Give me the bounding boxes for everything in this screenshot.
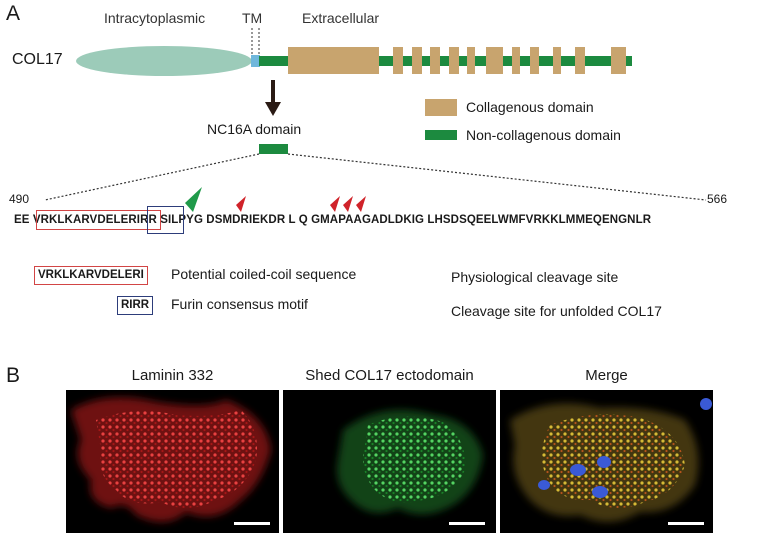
tm-label: TM — [242, 10, 263, 26]
col17-schematic — [44, 28, 707, 212]
laminin-micrograph — [66, 390, 279, 533]
expansion-line-right — [287, 153, 707, 201]
collagenous-block — [430, 47, 440, 74]
sequence-end-index: 566 — [707, 192, 728, 206]
legend-unfolded-text: Cleavage site for unfolded COL17 — [451, 303, 662, 319]
laminin-title: Laminin 332 — [131, 367, 214, 384]
collagenous-block — [412, 47, 422, 74]
protein-name: COL17 — [12, 51, 63, 68]
coiled-coil-sequence-box — [36, 210, 161, 230]
nucleus — [592, 486, 608, 498]
tm-segment — [251, 55, 260, 67]
intracytoplasmic-domain — [76, 46, 252, 76]
nucleus — [538, 480, 550, 490]
collagenous-block — [553, 47, 561, 74]
nc16a-label: NC16A domain — [207, 121, 302, 137]
sequence-prefix: EE — [14, 214, 30, 226]
collagenous-block — [530, 47, 539, 74]
down-arrow-icon — [265, 102, 281, 116]
collagenous-blocks — [288, 47, 626, 74]
shed-col17-title: Shed COL17 ectodomain — [305, 367, 474, 384]
legend-collagenous-text: Collagenous domain — [466, 99, 594, 115]
legend-noncollagenous-text: Non-collagenous domain — [466, 127, 621, 143]
shed-col17-micrograph — [283, 390, 496, 533]
noncollagenous-backbone — [259, 56, 632, 66]
collagenous-block — [575, 47, 585, 74]
legend-furin-text: Furin consensus motif — [171, 296, 308, 312]
furin-motif-box — [147, 206, 184, 234]
sequence-coiled-coil: VRKLKARVDELE — [32, 214, 129, 226]
collagenous-block — [393, 47, 403, 74]
physiological-cleavage-arrow-icon — [236, 196, 246, 212]
sequence-rest: SILPYG DSMDRIEKDR L Q GMAPAAGADLDKIG LHS… — [160, 214, 652, 226]
collagenous-block — [288, 47, 379, 74]
unfolded-cleavage-arrow-icon — [185, 187, 202, 212]
physiological-cleavage-arrow-icon — [343, 196, 353, 212]
legend-noncollagenous-swatch — [425, 130, 457, 140]
extracellular-label: Extracellular — [302, 10, 380, 26]
nucleus — [700, 398, 712, 410]
expansion-line-left — [44, 153, 260, 201]
panel-b-letter: B — [6, 364, 21, 387]
collagenous-block — [449, 47, 459, 74]
sequence-overlap: RI — [128, 214, 141, 226]
legend-physiological-text: Physiological cleavage site — [451, 269, 619, 285]
nc16a-bar — [259, 144, 288, 154]
merge-micrograph — [500, 390, 713, 533]
legend-coiled-box: VRKLKARVDELERI — [34, 266, 148, 285]
nucleus — [570, 464, 586, 476]
collagenous-block — [512, 47, 520, 74]
nc16a-sequence: EE VRKLKARVDELERIRR SILPYG DSMDRIEKDR L … — [14, 214, 651, 226]
collagenous-block — [486, 47, 503, 74]
legend-coiled-text: Potential coiled-coil sequence — [171, 266, 357, 282]
merge-title: Merge — [585, 367, 628, 384]
physiological-cleavage-arrow-icon — [330, 196, 340, 212]
legend-furin-box: RIRR — [117, 296, 154, 315]
collagenous-block — [611, 47, 626, 74]
collagenous-block — [467, 47, 475, 74]
sequence-start-index: 490 — [9, 192, 30, 206]
nuclei — [538, 398, 712, 498]
intracytoplasmic-label: Intracytoplasmic — [104, 10, 206, 26]
physiological-cleavage-arrow-icon — [356, 196, 366, 212]
panel-a-letter: A — [6, 2, 21, 25]
legend-collagenous-swatch — [425, 99, 457, 116]
sequence-furin-tail: RR — [140, 214, 157, 226]
nucleus — [597, 456, 611, 468]
